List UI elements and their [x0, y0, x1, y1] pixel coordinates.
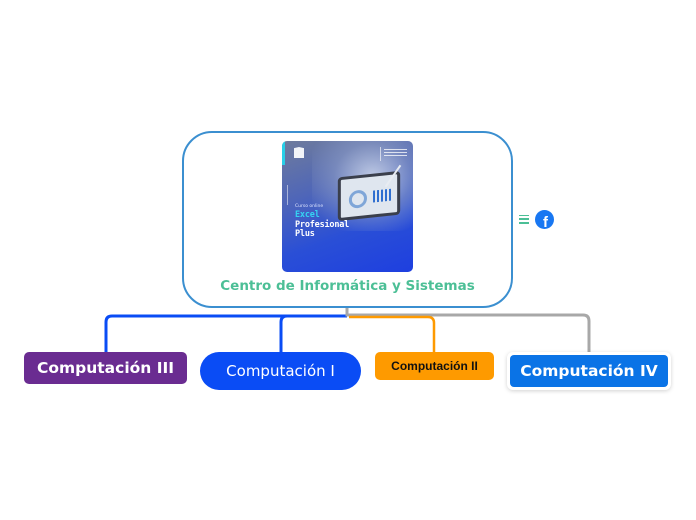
vertical-label — [287, 185, 288, 205]
connector-computacion-ii — [349, 315, 436, 352]
brand-mark — [380, 147, 407, 161]
cover-kicker: Curso online — [295, 204, 324, 209]
cover-title: Excel Profesional Plus — [295, 210, 350, 240]
node-computacion-i[interactable]: Computación I — [200, 352, 361, 390]
bar-chart-icon — [373, 188, 392, 203]
node-computacion-iii[interactable]: Computación III — [24, 352, 187, 384]
cover-title-line: Profesional — [295, 219, 350, 230]
cover-title-line: Plus — [295, 229, 315, 239]
facebook-icon[interactable]: f — [535, 209, 554, 229]
university-logo-icon — [294, 147, 304, 158]
connector-computacion-i — [279, 314, 347, 352]
accent-stripe — [282, 141, 285, 165]
facebook-glyph: f — [543, 213, 548, 229]
node-computacion-ii[interactable]: Computación II — [375, 352, 494, 380]
node-computacion-iv-label: Computación IV — [510, 355, 668, 387]
hamburger-icon[interactable] — [519, 214, 529, 224]
node-computacion-iv[interactable]: Computación IV — [507, 352, 671, 390]
donut-chart-icon — [348, 189, 367, 210]
central-topic-label: Centro de Informática y Sistemas — [220, 278, 475, 294]
topic-side-icons: f — [519, 209, 554, 229]
connector-computacion-iii — [104, 314, 347, 352]
connector-computacion-iv — [345, 307, 591, 352]
course-cover-image: Curso online Excel Profesional Plus — [282, 141, 413, 272]
cover-title-line: Excel — [295, 210, 320, 220]
